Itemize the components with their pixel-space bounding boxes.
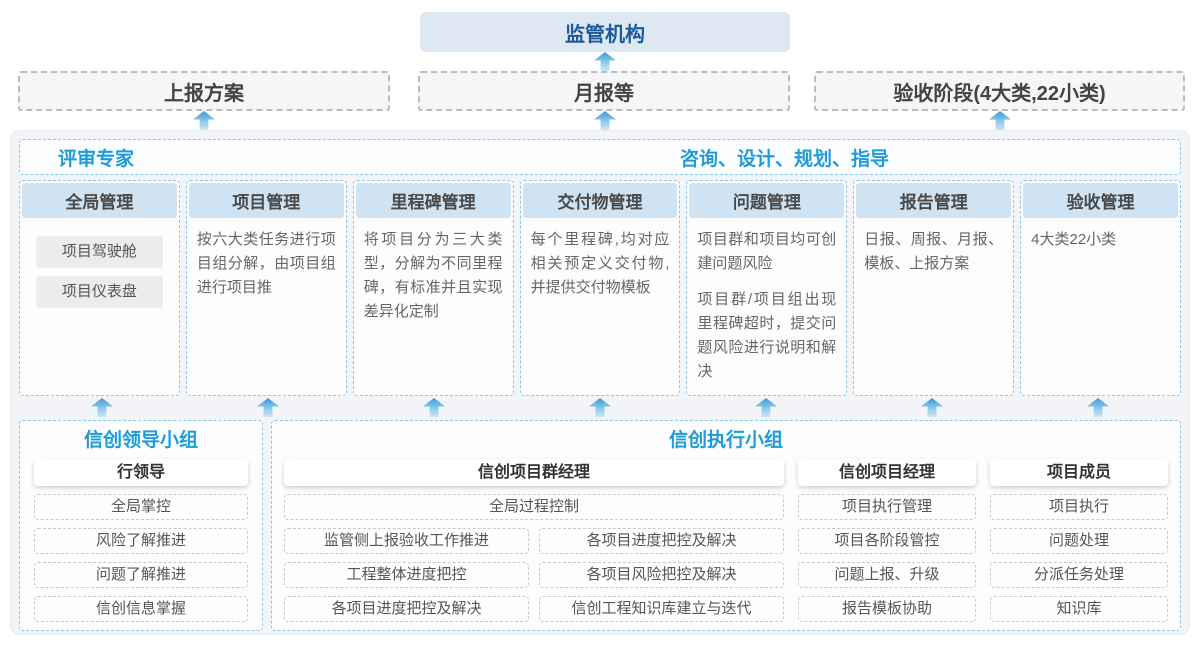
- bottom-groups: 信创领导小组 行领导 全局掌控 风险了解推进 问题了解推进 信创信息掌握 信创执…: [19, 420, 1181, 631]
- program-manager-item: 全局过程控制: [284, 494, 784, 520]
- column-body: 将项目分为三大类型，分解为不同里程碑，有标准并且实现差异化定制: [363, 231, 503, 320]
- regulator-box: 监管机构: [420, 12, 790, 52]
- program-manager-section: 信创项目群经理 全局过程控制 监管侧上报验收工作推进 各项目进度把控及解决 工程…: [284, 455, 784, 622]
- program-manager-item: 监管侧上报验收工作推进: [284, 528, 529, 554]
- experts-label: 评审专家: [58, 148, 135, 170]
- up-arrow-icon: [257, 398, 279, 417]
- leader-item: 风险了解推进: [34, 528, 248, 554]
- column-global-management: 全局管理 项目驾驶舱 项目仪表盘: [19, 180, 180, 396]
- member-section: 项目成员 项目执行 问题处理 分派任务处理 知识库: [990, 455, 1168, 622]
- column-body: 项目驾驶舱 项目仪表盘: [20, 220, 179, 320]
- column-body: 日报、周报、月报、模板、上报方案: [864, 231, 1004, 272]
- issue-paragraph: 项目群和项目均可创建问题风险: [697, 231, 837, 272]
- column-acceptance-management: 验收管理 4大类22小类: [1020, 180, 1181, 396]
- up-arrow-icon: [989, 111, 1011, 130]
- column-issue-management: 问题管理 项目群和项目均可创建问题风险 项目群/项目组出现里程碑超时，提交问题风…: [686, 180, 848, 396]
- exec-group: 信创执行小组 信创项目群经理 全局过程控制 监管侧上报验收工作推进 各项目进度把…: [271, 420, 1181, 631]
- project-manager-item: 报告模板协助: [798, 596, 976, 622]
- up-arrow-icon: [193, 111, 215, 130]
- member-item: 知识库: [990, 596, 1168, 622]
- up-arrow-icon: [589, 398, 611, 417]
- up-arrow-icon: [91, 398, 113, 417]
- experts-band: 评审专家 咨询、设计、规划、指导: [19, 139, 1181, 175]
- column-title: 项目管理: [188, 183, 344, 218]
- column-body: 每个里程碑,均对应相关预定义交付物,并提供交付物模板: [530, 231, 670, 296]
- column-body: 项目群和项目均可创建问题风险 项目群/项目组出现里程碑超时，提交问题风险进行说明…: [687, 220, 846, 392]
- column-milestone-management: 里程碑管理 将项目分为三大类型，分解为不同里程碑，有标准并且实现差异化定制: [352, 180, 514, 396]
- column-arrows: [19, 398, 1181, 420]
- column-project-management: 项目管理 按六大类任务进行项目组分解，由项目组进行项目推: [185, 180, 347, 396]
- column-title: 交付物管理: [522, 183, 678, 218]
- project-manager-section: 信创项目经理 项目执行管理 项目各阶段管控 问题上报、升级 报告模板协助: [798, 455, 976, 622]
- program-manager-item-grid: 监管侧上报验收工作推进 各项目进度把控及解决 工程整体进度把控 各项目风险把控及…: [284, 520, 784, 622]
- column-title: 报告管理: [856, 183, 1012, 218]
- channel-box-acceptance-phase: 验收阶段(4大类,22小类): [814, 71, 1185, 111]
- program-manager-item: 各项目进度把控及解决: [539, 528, 784, 554]
- column-title: 验收管理: [1023, 183, 1178, 218]
- channel-box-monthly-report: 月报等: [418, 71, 790, 111]
- column-body: 按六大类任务进行项目组分解，由项目组进行项目推: [196, 231, 336, 296]
- up-arrow-icon: [594, 52, 616, 71]
- program-manager-item: 各项目进度把控及解决: [284, 596, 529, 622]
- up-arrow-icon: [921, 398, 943, 417]
- project-cockpit-chip: 项目驾驶舱: [36, 236, 163, 268]
- role-program-manager: 信创项目群经理: [284, 459, 784, 486]
- member-item: 项目执行: [990, 494, 1168, 520]
- column-report-management: 报告管理 日报、周报、月报、模板、上报方案: [853, 180, 1015, 396]
- column-title: 全局管理: [22, 183, 177, 218]
- project-dashboard-chip: 项目仪表盘: [36, 276, 163, 308]
- role-bank-leadership: 行领导: [34, 459, 248, 486]
- issue-paragraph: 项目群/项目组出现里程碑超时，提交问题风险进行说明和解决: [697, 291, 837, 380]
- column-body: 4大类22小类: [1031, 231, 1117, 248]
- project-manager-item: 问题上报、升级: [798, 562, 976, 588]
- management-columns: 全局管理 项目驾驶舱 项目仪表盘 项目管理 按六大类任务进行项目组分解，由项目组…: [19, 180, 1181, 396]
- exec-columns: 信创项目群经理 全局过程控制 监管侧上报验收工作推进 各项目进度把控及解决 工程…: [284, 455, 1168, 622]
- program-manager-item: 信创工程知识库建立与迭代: [539, 596, 784, 622]
- leader-item: 问题了解推进: [34, 562, 248, 588]
- up-arrow-icon: [594, 111, 616, 130]
- up-arrow-icon: [423, 398, 445, 417]
- exec-group-title: 信创执行小组: [668, 430, 783, 451]
- program-manager-item: 工程整体进度把控: [284, 562, 529, 588]
- leader-group: 信创领导小组 行领导 全局掌控 风险了解推进 问题了解推进 信创信息掌握: [19, 420, 263, 631]
- column-title: 里程碑管理: [355, 183, 511, 218]
- program-manager-item: 各项目风险把控及解决: [539, 562, 784, 588]
- consult-label: 咨询、设计、规划、指导: [680, 148, 890, 170]
- leader-group-title: 信创领导小组: [83, 430, 198, 451]
- main-panel: 评审专家 咨询、设计、规划、指导 全局管理 项目驾驶舱 项目仪表盘 项目管理 按…: [10, 130, 1190, 635]
- member-item: 分派任务处理: [990, 562, 1168, 588]
- up-arrow-icon: [755, 398, 777, 417]
- member-item: 问题处理: [990, 528, 1168, 554]
- channel-box-report-plan: 上报方案: [18, 71, 390, 111]
- column-title: 问题管理: [689, 183, 845, 218]
- role-project-manager: 信创项目经理: [798, 459, 976, 486]
- leader-item: 信创信息掌握: [34, 596, 248, 622]
- project-manager-item: 项目执行管理: [798, 494, 976, 520]
- role-project-member: 项目成员: [990, 459, 1168, 486]
- leader-item: 全局掌控: [34, 494, 248, 520]
- up-arrow-icon: [1087, 398, 1109, 417]
- column-deliverable-management: 交付物管理 每个里程碑,均对应相关预定义交付物,并提供交付物模板: [519, 180, 681, 396]
- project-manager-item: 项目各阶段管控: [798, 528, 976, 554]
